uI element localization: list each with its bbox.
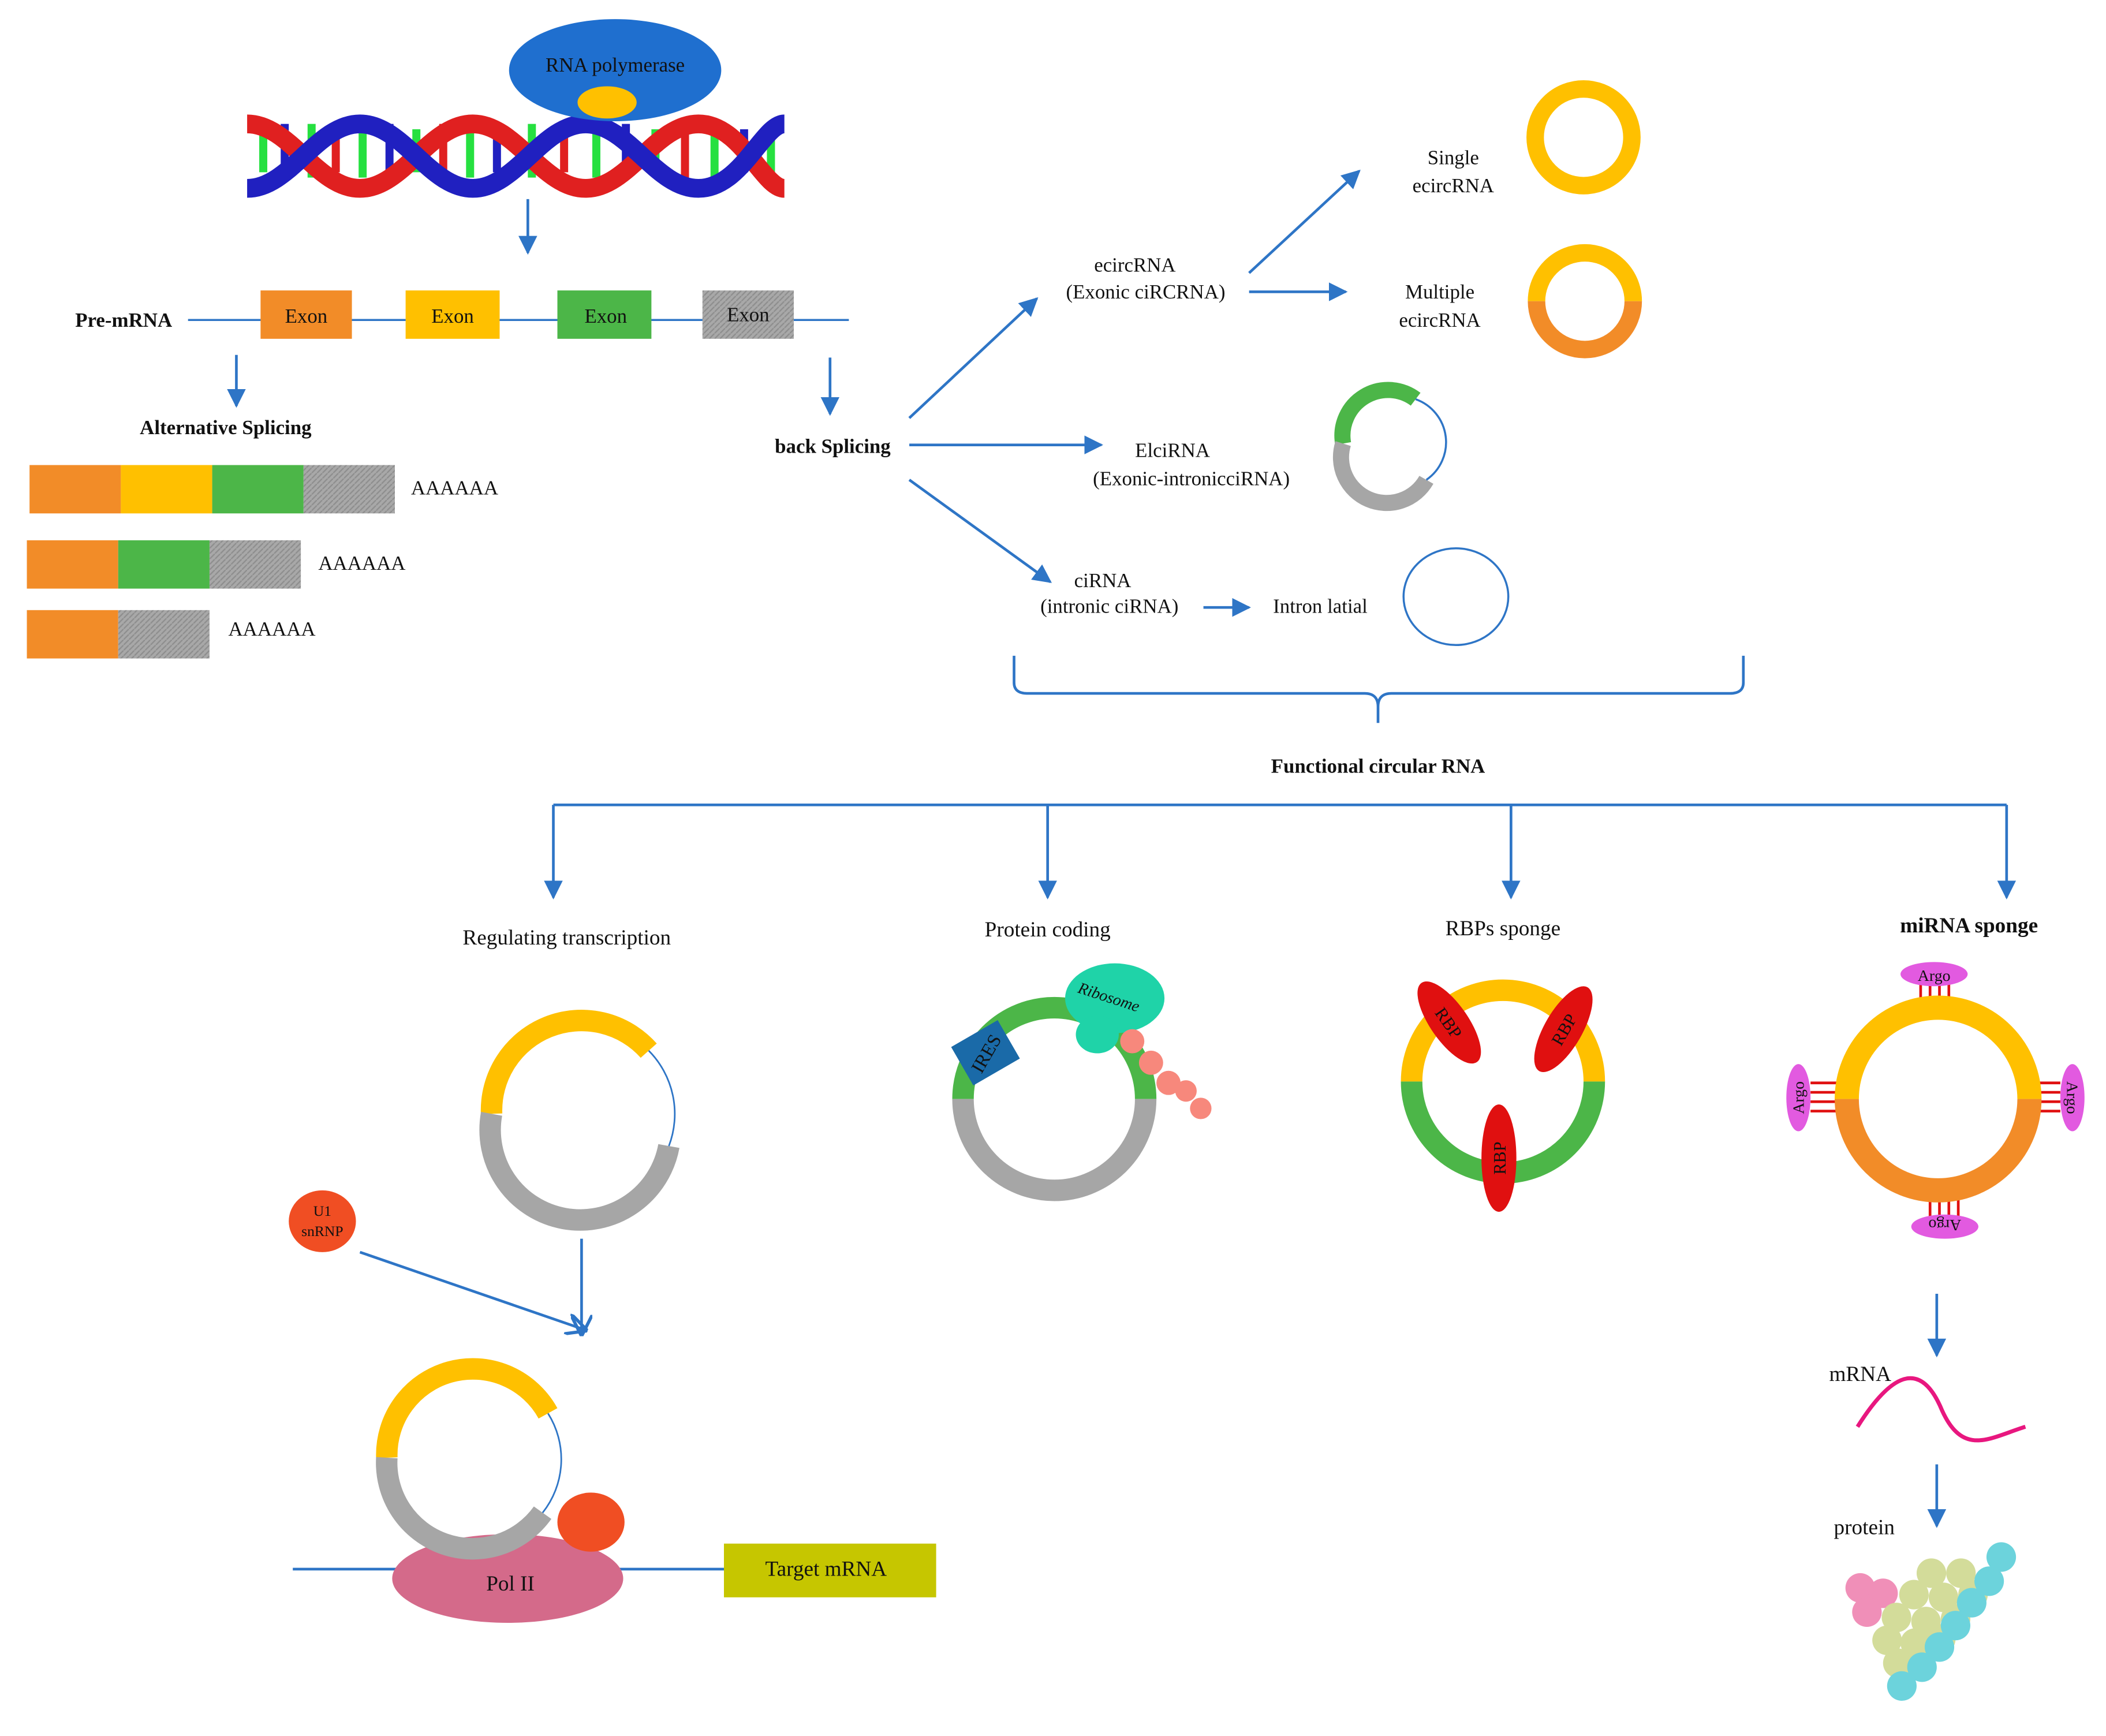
dna-double-helix — [246, 114, 786, 198]
ribosome-small-subunit — [1076, 1016, 1119, 1054]
u1-snrnp — [289, 1190, 356, 1252]
rbp-protein — [1417, 981, 1481, 1064]
intron-latial-label: Intron latial — [1273, 595, 1368, 617]
function-branch-lines — [544, 803, 2017, 899]
exon-label: Exon — [727, 304, 770, 326]
rbp-sponge-circrna: RBP RBP RBP — [1401, 979, 1605, 1212]
arrow-to-cirna — [908, 479, 1052, 583]
exon-box-yellow — [405, 290, 500, 339]
target-mrna-label: Target mRNA — [765, 1558, 887, 1581]
argo-protein — [1786, 1064, 1811, 1132]
intron-lariat-ring — [1402, 547, 1510, 647]
rbp-protein — [1481, 1104, 1517, 1212]
cirna-label: ciRNA — [1074, 569, 1132, 592]
multiple-ecircrna-label: Multiple — [1405, 281, 1474, 303]
single-ecircrna-sublabel: ecircRNA — [1413, 174, 1494, 197]
polya-tail-label: AAAAAA — [229, 618, 316, 640]
pre-mrna-label: Pre-mRNA — [75, 309, 172, 331]
alternative-splicing-label: Alternative Splicing — [140, 416, 312, 439]
back-splicing-label: back Splicing — [775, 435, 891, 458]
mirna-sponge-label: miRNA sponge — [1900, 914, 2038, 938]
target-mrna-box — [724, 1543, 936, 1597]
argo-protein — [1911, 1214, 1978, 1239]
rbps-sponge-label: RBPs sponge — [1446, 917, 1561, 940]
protein-cluster — [1845, 1542, 2017, 1701]
polya-tail-label: AAAAAA — [318, 552, 405, 574]
single-ecircrna-label: Single — [1428, 146, 1479, 169]
spliced-mrna-isoform-3: AAAAAA — [27, 610, 316, 659]
exon-label: Exon — [584, 305, 627, 327]
protein-label: protein — [1834, 1515, 1895, 1539]
elcirna-ring — [1332, 382, 1447, 512]
rna-polymerase-label: RNA polymerase — [546, 54, 685, 76]
exon-box-orange — [260, 290, 352, 339]
argo-protein — [2060, 1064, 2085, 1132]
ecircrna-label: ecircRNA — [1094, 254, 1175, 277]
spliced-mrna-isoform-1: AAAAAA — [29, 465, 498, 514]
exon-label: Exon — [285, 305, 328, 327]
rbp-protein — [1534, 986, 1593, 1073]
ires-element — [951, 1020, 1020, 1086]
exon-box-gray — [702, 290, 794, 339]
grouping-brace — [1013, 655, 1745, 723]
mrna-wave — [1855, 1376, 2026, 1443]
argo-label: Argo — [1790, 1081, 1808, 1114]
argo-label: Argo — [1928, 1216, 1961, 1234]
elcirna-sublabel: (Exonic-intronicciRNA) — [1093, 467, 1290, 490]
pol-ii-label: Pol II — [486, 1572, 535, 1596]
arrow-to-single-ecircrna — [1248, 169, 1361, 274]
mrna-label: mRNA — [1829, 1362, 1891, 1386]
nascent-peptide-chain — [1120, 1029, 1212, 1119]
exon-box-green — [557, 290, 652, 339]
ecircrna-sublabel: (Exonic ciRCRNA) — [1066, 281, 1225, 303]
arrow-u1-to-complex — [359, 1250, 586, 1330]
argo-label: Argo — [2063, 1081, 2081, 1114]
spliced-mrna-isoform-2: AAAAAA — [27, 540, 406, 589]
argo-label: Argo — [1918, 967, 1951, 985]
eicirna-ring-regulating — [479, 1010, 679, 1231]
u1-snrnp-bound — [557, 1492, 625, 1552]
elcirna-label: ElciRNA — [1135, 439, 1210, 462]
polya-tail-label: AAAAAA — [411, 477, 498, 499]
rna-polymerase: RNA polymerase — [509, 19, 722, 121]
arrow-to-ecircrna — [908, 297, 1039, 419]
functional-circular-rna-label: Functional circular RNA — [1271, 755, 1485, 777]
pol-ii-transcription-complex: Pol II Target mRNA — [293, 1358, 936, 1623]
cirna-sublabel: (intronic ciRNA) — [1040, 595, 1178, 617]
single-ecircrna-ring — [1526, 80, 1641, 195]
multiple-ecircrna-sublabel: ecircRNA — [1399, 309, 1480, 331]
protein-coding-label: Protein coding — [985, 918, 1111, 942]
multiple-ecircrna-ring — [1528, 244, 1642, 359]
pre-mrna: Pre-mRNA Exon Exon Exon Exon — [75, 290, 849, 339]
rbp-label: RBP — [1490, 1141, 1510, 1174]
protein-coding-circrna: IRES Ribosome — [951, 963, 1212, 1201]
argo-protein — [1900, 962, 1968, 987]
u1-snrnp-label: U1 — [313, 1203, 331, 1219]
mirna-sponge-circrna: Argo Argo Argo Argo — [1786, 962, 2085, 1239]
regulating-transcription-label: Regulating transcription — [462, 926, 671, 950]
exon-label: Exon — [431, 305, 474, 327]
ribosome-large-subunit — [1065, 963, 1165, 1033]
u1-snrnp-sublabel: snRNP — [301, 1223, 343, 1240]
